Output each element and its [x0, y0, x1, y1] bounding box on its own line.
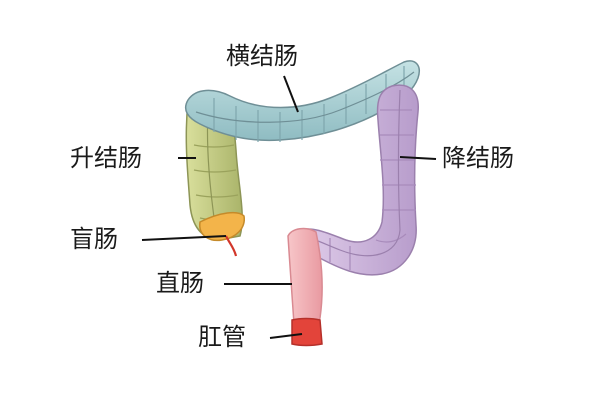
leader-cecum: [141, 235, 227, 241]
leader-descending: [399, 156, 437, 160]
rectum: [287, 227, 323, 327]
label-transverse-colon: 横结肠: [226, 42, 298, 70]
leader-anus: [269, 333, 303, 339]
label-anal-canal: 肛管: [198, 323, 246, 351]
anal-canal: [291, 317, 323, 347]
appendix: [225, 235, 238, 257]
label-ascending-colon: 升结肠: [70, 144, 142, 172]
label-descending-colon: 降结肠: [442, 144, 514, 172]
label-cecum: 盲肠: [70, 225, 118, 253]
leader-transverse: [283, 75, 299, 113]
label-rectum: 直肠: [156, 269, 204, 297]
